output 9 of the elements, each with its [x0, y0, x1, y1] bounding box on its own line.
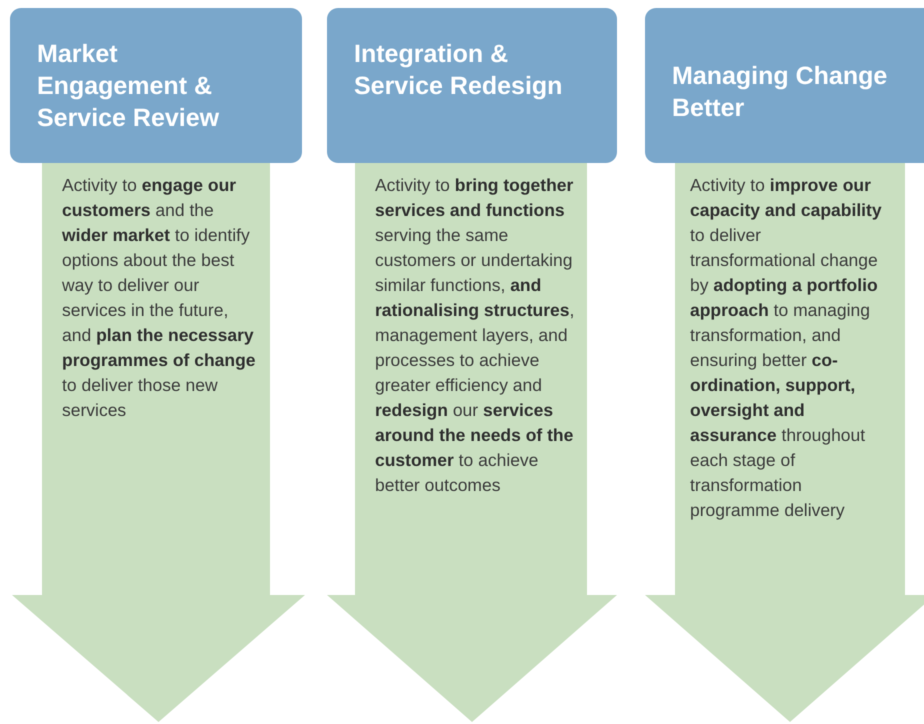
- description-text: Activity to improve our capacity and capability to deliver transformational change by adopting a portfolio approach to managing transformation, and ensuring better co-ordination, support, oversight and assurance throughout each stage of transformation programme delivery: [690, 174, 883, 522]
- heading-text: Managing Change Better: [672, 61, 888, 124]
- header-box: [10, 8, 302, 163]
- header-box: [645, 8, 924, 163]
- heading-text: Integration & Service Redesign: [354, 39, 564, 102]
- header-box: [327, 8, 617, 163]
- description-text: Activity to engage our customers and the wider market to identify options about the best way to deliver our services in the future, and plan the necessary programmes of change to deliver those new services: [62, 174, 257, 422]
- heading-text: Market Engagement & Service Review: [37, 39, 220, 134]
- description-text: Activity to bring together services and functions serving the same customers or undertaking similar functions, and rationalising structures, management layers, and processes to achieve greater efficiency and redesign our services around the needs of the customer to achieve better outcomes: [375, 174, 576, 497]
